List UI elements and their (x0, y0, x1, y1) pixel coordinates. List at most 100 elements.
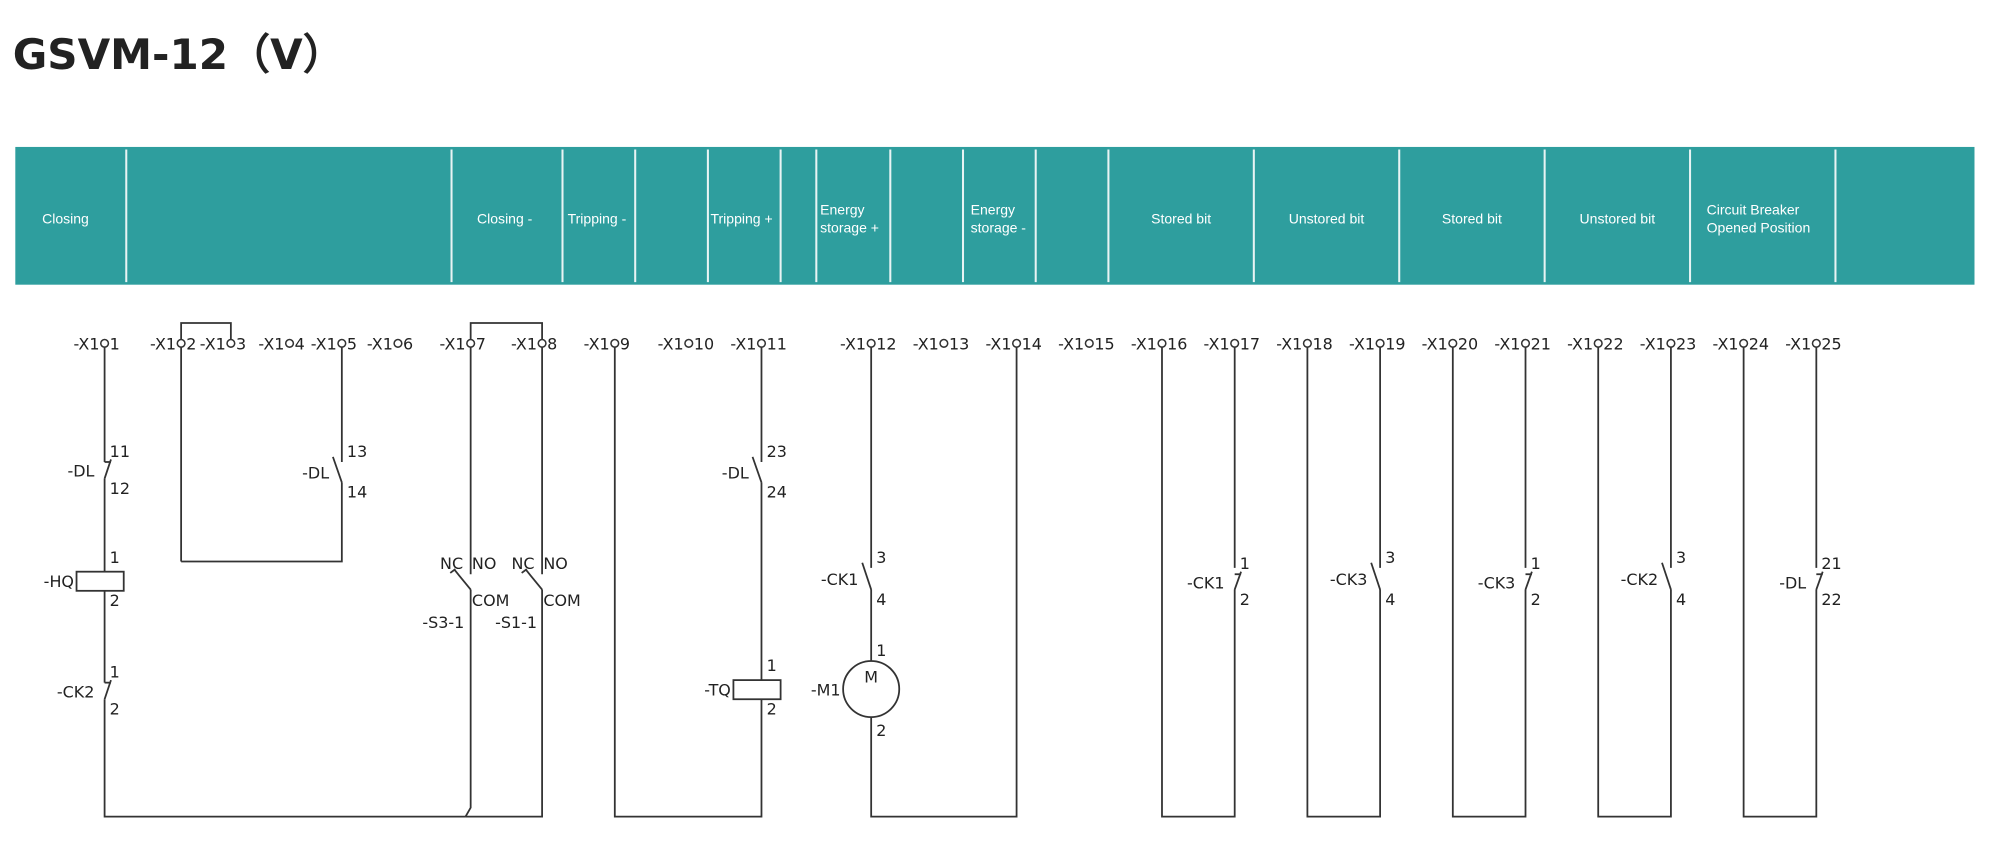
terminal-icon (1448, 338, 1458, 348)
terminal-prefix: -X1 (1422, 335, 1448, 354)
terminal-number: 24 (1749, 335, 1769, 354)
wire (332, 456, 343, 483)
terminal-icon (337, 338, 347, 348)
wire (1524, 571, 1533, 590)
pin-label: 13 (347, 442, 367, 461)
wire (180, 322, 232, 562)
wire (1451, 347, 1527, 818)
wire (449, 568, 456, 574)
terminal-icon (756, 338, 767, 348)
wire (751, 456, 763, 483)
component-label: -DL (722, 464, 749, 483)
terminal-prefix: -X1 (1567, 335, 1593, 354)
terminal-icon (610, 338, 620, 348)
terminal-number: 19 (1385, 335, 1405, 354)
terminal-number: 7 (476, 335, 486, 354)
terminal-number: 13 (949, 335, 969, 354)
pin-label: 1 (110, 663, 120, 682)
component-label: -CK3 (1478, 573, 1515, 592)
pin-label: 22 (1821, 590, 1841, 609)
wire (465, 589, 543, 818)
wire (1161, 347, 1236, 818)
wires (76, 322, 1824, 818)
pin-label: 2 (876, 721, 886, 740)
terminal-number: 22 (1603, 335, 1623, 354)
terminal-prefix: -X1 (258, 335, 284, 354)
terminal-icon (1739, 338, 1749, 348)
terminal-prefix: -X1 (1713, 335, 1739, 354)
pin-label: 4 (876, 590, 886, 609)
terminal-prefix: -X1 (1640, 335, 1666, 354)
pin-label: 11 (110, 442, 130, 461)
terminal-prefix: -X1 (1204, 335, 1230, 354)
terminal-prefix: -X1 (913, 335, 939, 354)
terminal-prefix: -X1 (730, 335, 756, 354)
wire (1370, 562, 1381, 590)
terminal-prefix: -X1 (1785, 335, 1811, 354)
terminal-number: 18 (1313, 335, 1333, 354)
pin-label: COM (472, 591, 509, 610)
header-label: Tripping + (710, 210, 772, 226)
component-label: -CK2 (1621, 570, 1658, 589)
terminal-number: 2 (186, 335, 196, 354)
terminal-icon (1520, 338, 1531, 348)
component-label: -CK2 (57, 682, 94, 701)
pin-label: 2 (1240, 590, 1250, 609)
pin-label: 23 (767, 442, 787, 461)
terminal-number: 15 (1094, 335, 1114, 354)
terminal-icon (1157, 338, 1167, 348)
pin-label: 1 (767, 656, 777, 675)
pin-label: 1 (110, 548, 120, 567)
wire (1597, 347, 1672, 818)
component-label: -DL (67, 462, 94, 481)
terminal-number: 8 (547, 335, 557, 354)
wire (1815, 571, 1824, 590)
component-label: -TQ (704, 680, 731, 699)
pin-label: 3 (876, 548, 886, 567)
terminal-number: 16 (1167, 335, 1187, 354)
wire (464, 589, 472, 818)
wire (524, 568, 543, 591)
motor-symbol: M (864, 668, 878, 687)
terminal-number: 20 (1458, 335, 1478, 354)
header-label: Tripping - (568, 210, 627, 226)
wire (103, 459, 112, 479)
terminal-prefix: -X1 (658, 335, 684, 354)
terminal-prefix: -X1 (440, 335, 466, 354)
terminal-prefix: -X1 (367, 335, 393, 354)
terminal-icon (1084, 338, 1094, 348)
wire (103, 699, 466, 818)
header-label: Unstored bit (1580, 210, 1656, 226)
coil-icon (75, 570, 125, 592)
terminal-number: 14 (1022, 335, 1042, 354)
terminal-number: 4 (295, 335, 305, 354)
pin-label: 2 (767, 700, 777, 719)
terminal-prefix: -X1 (1349, 335, 1375, 354)
header-label: Energy (971, 202, 1015, 218)
pin-label: NC (511, 554, 534, 573)
pin-label: 21 (1821, 554, 1841, 573)
terminal-prefix: -X1 (1131, 335, 1157, 354)
component-label: -DL (1779, 573, 1806, 592)
terminal-number: 17 (1240, 335, 1260, 354)
pin-label: NO (543, 554, 567, 573)
wire (521, 568, 528, 574)
terminal-icon (1302, 338, 1312, 348)
wire (861, 562, 873, 590)
pin-label: 14 (347, 483, 367, 502)
wire (1233, 571, 1242, 590)
terminal-prefix: -X1 (73, 335, 99, 354)
terminal-number: 12 (876, 335, 896, 354)
header-label: Closing (42, 210, 89, 226)
wire (1306, 347, 1381, 818)
component-label: -DL (302, 464, 329, 483)
terminal-icon (466, 338, 476, 348)
pin-label: 2 (110, 700, 120, 719)
terminal-number: 10 (694, 335, 714, 354)
wire (469, 322, 543, 575)
component-label: -CK1 (821, 570, 858, 589)
page-title: GSVM-12（V） (13, 30, 345, 79)
header-label: Circuit Breaker (1707, 202, 1800, 218)
